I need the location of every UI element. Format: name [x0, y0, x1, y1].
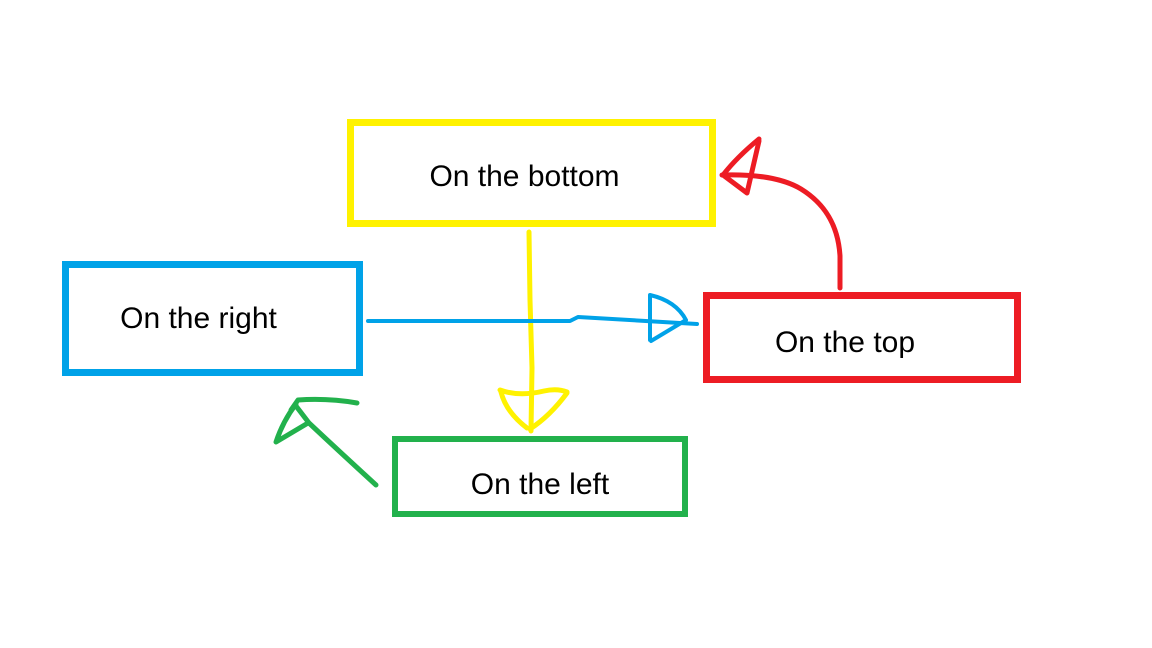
- yellow-arrow-shaft: [526, 229, 535, 434]
- blue-arrow: [366, 293, 699, 343]
- green-arrow-shaft: [293, 403, 379, 488]
- red-arrow: [719, 136, 843, 291]
- node-on-the-bottom-label: On the bottom: [429, 160, 620, 193]
- blue-arrowhead-icon: [648, 293, 688, 343]
- node-on-the-top-label: On the top: [774, 325, 916, 359]
- green-arrowhead-icon: [273, 396, 360, 445]
- red-arrow-shaft: [719, 172, 843, 291]
- node-on-the-left: On the left: [392, 436, 688, 517]
- node-on-the-left-label: On the left: [470, 467, 610, 501]
- node-on-the-bottom: On the bottom: [347, 119, 716, 227]
- green-arrow: [273, 396, 379, 488]
- node-on-the-right-label: On the right: [120, 301, 277, 335]
- yellow-arrowhead-icon: [497, 387, 570, 432]
- node-on-the-right: On the right: [62, 261, 363, 376]
- red-arrowhead-icon: [720, 136, 762, 196]
- node-on-the-top: On the top: [703, 292, 1021, 383]
- yellow-arrow: [497, 229, 570, 434]
- blue-arrow-shaft: [366, 315, 699, 326]
